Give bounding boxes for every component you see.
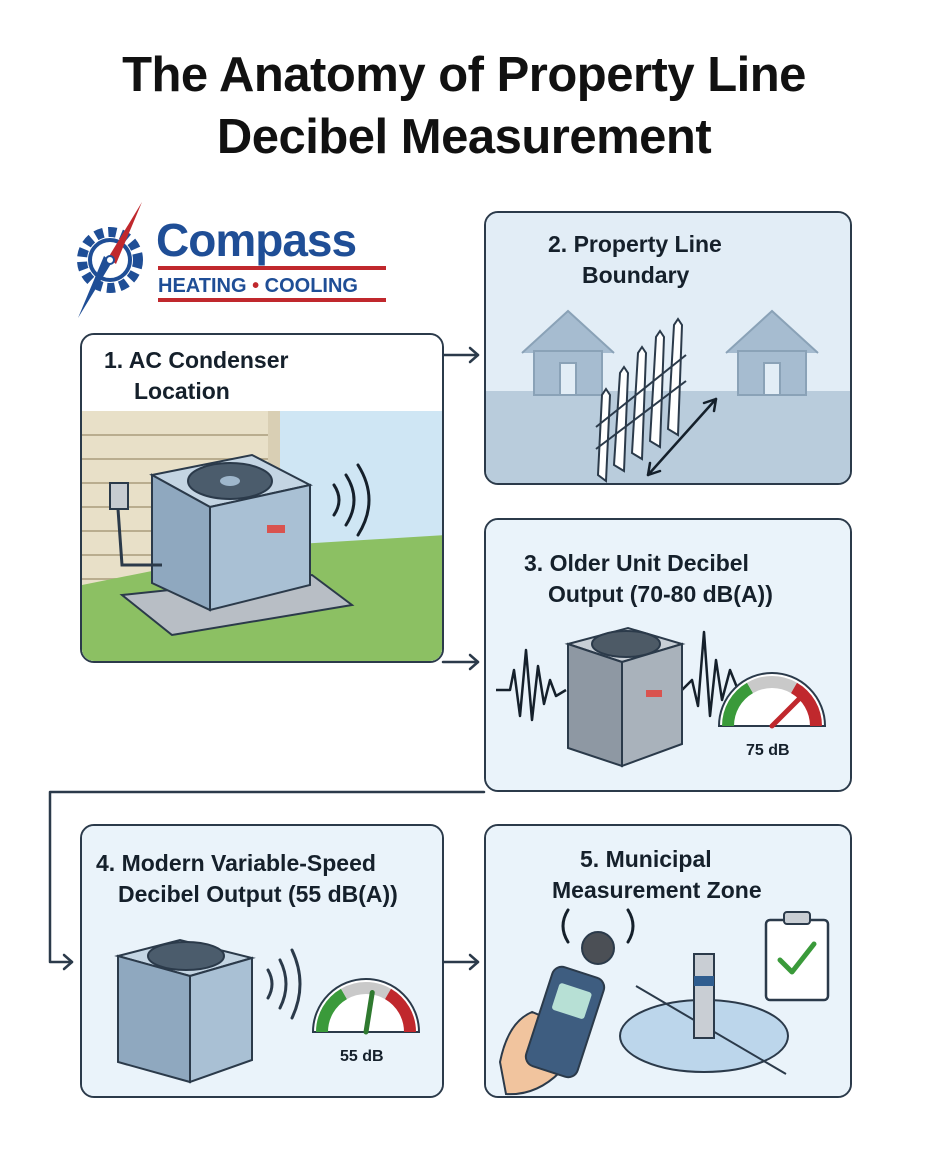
panel-5-title-line1: 5. Municipal (580, 846, 712, 872)
logo-rule-top (158, 266, 386, 270)
panel-municipal-measurement-zone: 5. Municipal Measurement Zone (484, 824, 852, 1098)
sound-wave-right (681, 630, 748, 718)
property-line-scene (486, 213, 850, 483)
logo-tagline: HEATING • COOLING (158, 274, 358, 298)
title-line-1: The Anatomy of Property Line (122, 48, 806, 102)
panel-older-unit-decibel-output: 3. Older Unit Decibel Output (70-80 dB(A… (484, 518, 852, 792)
condenser-scene (82, 335, 442, 661)
logo-tagline-right: COOLING (264, 275, 358, 297)
older-unit-gauge-arc-segment (722, 682, 754, 727)
measurement-zone-scene (486, 826, 850, 1096)
panel-ac-condenser-location: 1. AC Condenser Location (80, 333, 444, 663)
company-logo: Compass HEATING • COOLING (70, 200, 400, 330)
house-right-icon (725, 309, 819, 396)
panel-property-line-boundary: 2. Property Line Boundary (484, 211, 852, 485)
older-unit-db-readout: 75 dB (746, 742, 790, 759)
old-condenser-unit (564, 626, 686, 768)
modern-condenser-unit (114, 938, 256, 1084)
panel-5-title-line2: Measurement Zone (552, 877, 762, 903)
house-left-icon (521, 309, 615, 396)
panel-4-title: 4. Modern Variable-Speed Decibel Output … (96, 848, 398, 910)
panel-4-title-line2: Decibel Output (55 dB(A)) (118, 881, 398, 907)
panel-modern-variable-speed-output: 4. Modern Variable-Speed Decibel Output … (80, 824, 444, 1098)
modern-unit-gauge-arc-segment (316, 988, 348, 1033)
panel-2-title: 2. Property Line Boundary (548, 229, 722, 291)
page-title: The Anatomy of Property Line Decibel Mea… (0, 44, 928, 168)
arrow-3-to-4 (48, 790, 486, 964)
older-unit-gauge (717, 672, 827, 729)
modern-unit-gauge-needle (363, 989, 375, 1035)
modern-unit-gauge (311, 978, 421, 1035)
panel-5-title: 5. Municipal Measurement Zone (552, 844, 762, 906)
logo-rule-bottom (158, 298, 386, 302)
sound-wave-left (496, 648, 567, 722)
boundary-distance-arrow (646, 397, 718, 477)
modern-unit-gauge-arc-segment (341, 982, 391, 1000)
panel-2-title-line1: 2. Property Line (548, 231, 722, 257)
disconnect-box (109, 482, 129, 510)
panel-1-title-line1: 1. AC Condenser (104, 347, 289, 373)
panel-2-title-line2: Boundary (582, 262, 690, 288)
older-unit-gauge-arc-segment (790, 682, 822, 727)
modern-unit-gauge-arc-segment (384, 988, 416, 1033)
modern-unit-scene (82, 826, 442, 1096)
picket-fence (595, 317, 687, 483)
logo-tagline-separator: • (252, 275, 260, 297)
compass-gear-icon (77, 202, 143, 318)
older-unit-gauge-needle (769, 695, 803, 729)
condenser-unit (149, 453, 313, 612)
hand-holding-meter-icon (498, 931, 615, 1096)
panel-3-title-line1: 3. Older Unit Decibel (524, 550, 749, 576)
logo-wordmark: Compass (156, 214, 357, 266)
checklist-clipboard-icon (764, 911, 830, 1002)
modern-unit-db-readout: 55 dB (340, 1048, 384, 1065)
older-unit-gauge-arc-segment (747, 676, 797, 694)
sound-waves-icon (332, 463, 371, 537)
older-unit-scene (486, 520, 850, 790)
microphone-sound-waves-icon (561, 908, 635, 944)
panel-4-title-line1: 4. Modern Variable-Speed (96, 850, 376, 876)
quiet-sound-waves-icon (266, 948, 302, 1020)
panel-1-title: 1. AC Condenser Location (104, 345, 288, 407)
panel-1-title-line2: Location (134, 378, 230, 404)
title-line-2: Decibel Measurement (216, 110, 712, 164)
boundary-stake-icon (693, 953, 715, 1039)
logo-tagline-left: HEATING (158, 275, 247, 297)
panel-3-title: 3. Older Unit Decibel Output (70-80 dB(A… (524, 548, 773, 610)
panel-3-title-line2: Output (70-80 dB(A)) (548, 581, 773, 607)
